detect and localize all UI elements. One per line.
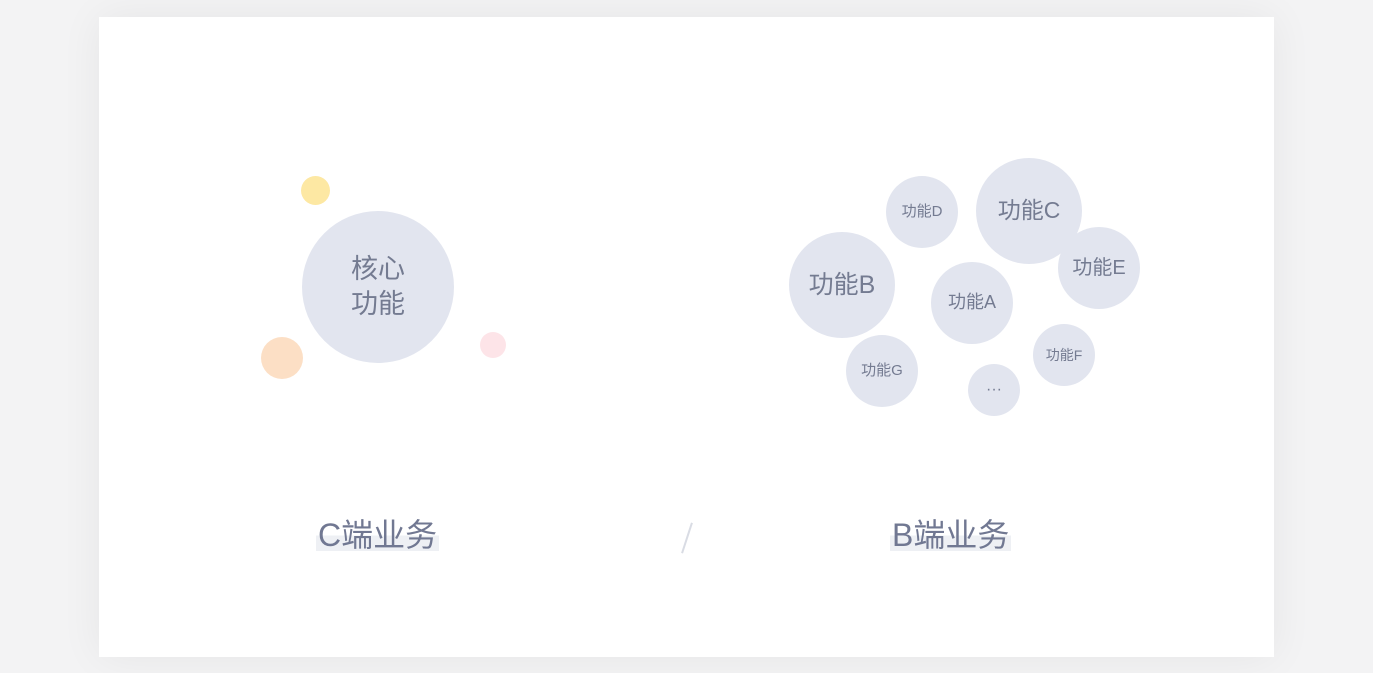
feature-b-bubble: 功能B: [789, 232, 895, 338]
feature-e-bubble: 功能E: [1058, 227, 1140, 309]
orange-dot: [261, 337, 303, 379]
b-business-label: B端业务: [890, 517, 1012, 553]
core-feature-line2: 功能: [351, 289, 405, 319]
pink-dot: [480, 332, 506, 358]
core-feature-bubble: 核心 功能: [302, 211, 454, 363]
core-feature-line1: 核心: [351, 253, 405, 284]
feature-d-bubble: 功能D: [886, 176, 958, 248]
feature-a-bubble: 功能A: [931, 262, 1013, 344]
yellow-dot: [301, 176, 330, 205]
feature-g-bubble: 功能G: [846, 335, 918, 407]
more-features-bubble: ···: [968, 364, 1020, 416]
feature-f-bubble: 功能F: [1033, 324, 1095, 386]
c-business-label: C端业务: [316, 517, 440, 553]
